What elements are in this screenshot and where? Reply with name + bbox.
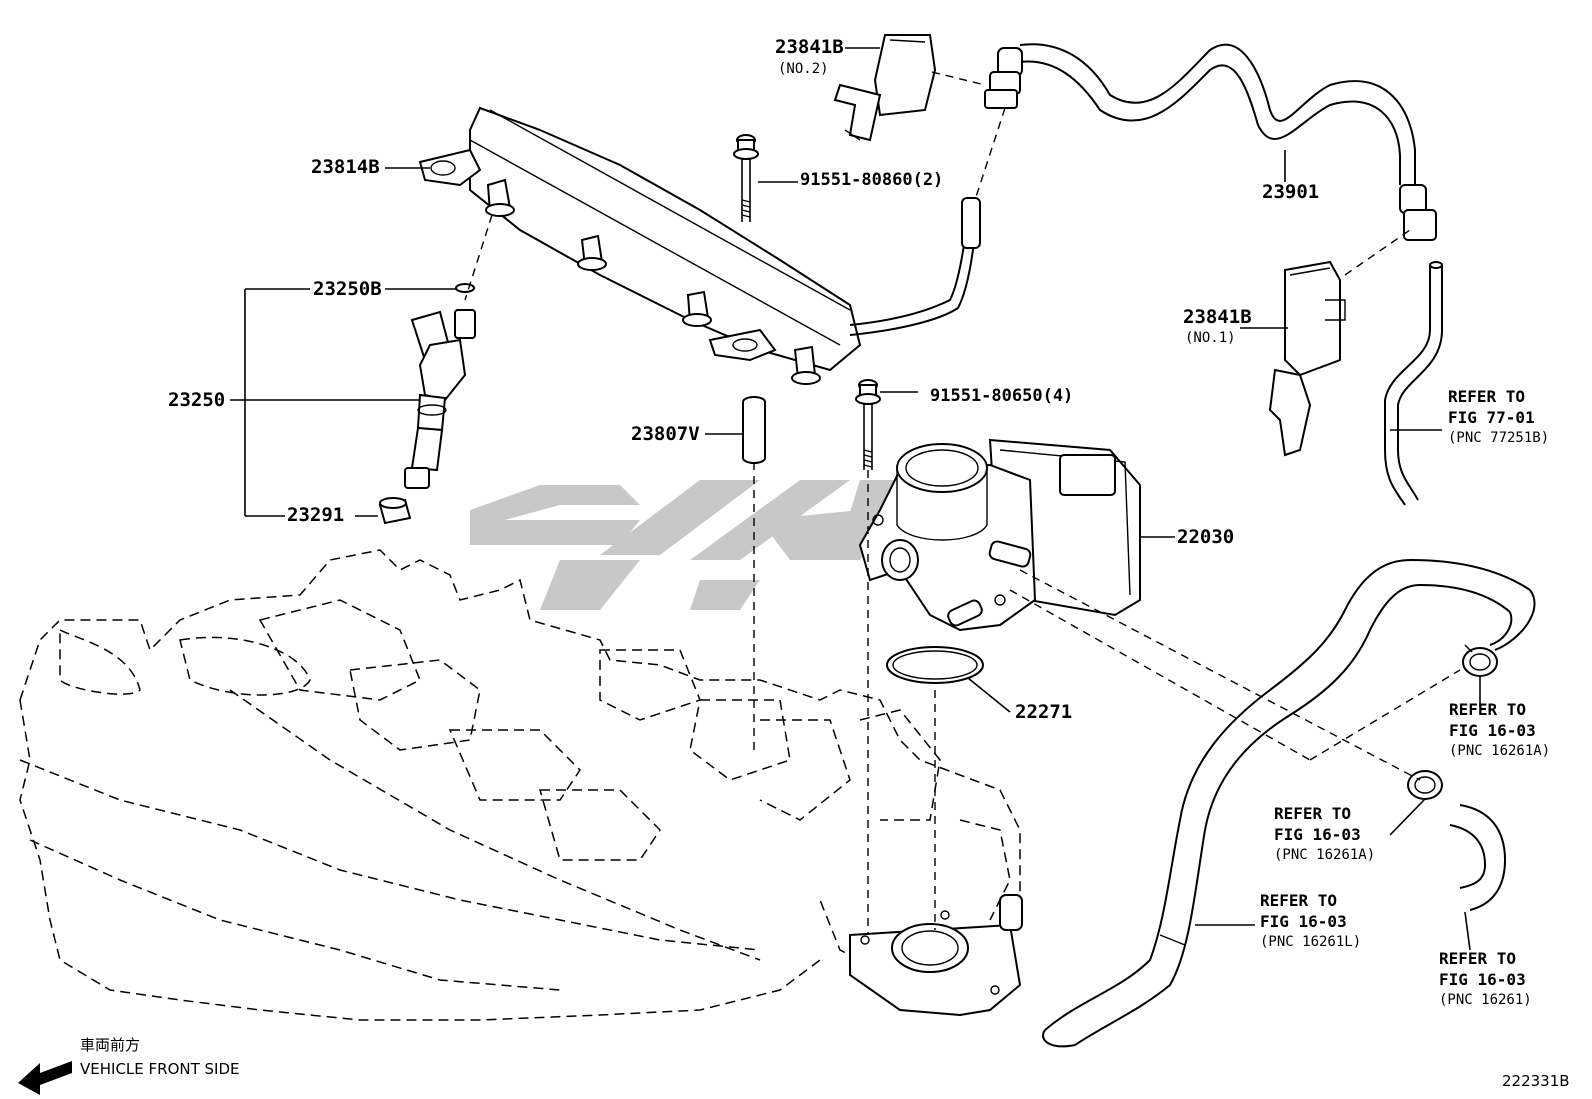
fuel-injector — [378, 283, 476, 525]
bolt-91551-80650 — [855, 379, 881, 470]
label-23841B-no2-sub: (NO.2) — [778, 61, 829, 77]
reference-line1: REFER TO — [1439, 949, 1517, 968]
gasket-22271 — [886, 646, 984, 684]
reference-16-03-16261A-lower: REFER TO FIG 16-03 (PNC 16261A) — [1274, 803, 1375, 866]
label-22030: 22030 — [1177, 526, 1235, 548]
front-arrow-icon — [18, 1061, 72, 1095]
reference-pnc: (PNC 16261L) — [1260, 934, 1362, 950]
clamp-upper — [1462, 644, 1498, 677]
watermark-logo — [470, 480, 920, 610]
label-23814B: 23814B — [311, 156, 380, 178]
label-91551-80650: 91551-80650(4) — [930, 386, 1074, 406]
evap-hose — [1384, 261, 1443, 506]
label-23807V: 23807V — [631, 423, 700, 445]
alignment-lines — [464, 71, 1461, 935]
reference-16-03-16261: REFER TO FIG 16-03 (PNC 16261) — [1439, 948, 1532, 1011]
bolt-91551-80860 — [733, 134, 759, 222]
label-91551-80860: 91551-80860(2) — [800, 170, 944, 190]
reference-line2: FIG 16-03 — [1274, 825, 1361, 844]
spacer-23807v — [742, 396, 766, 464]
label-23250B: 23250B — [313, 278, 382, 300]
bypass-hose-short — [1407, 770, 1507, 911]
reference-pnc: (PNC 16261A) — [1274, 847, 1376, 863]
reference-line1: REFER TO — [1260, 891, 1338, 910]
label-23841B-no2: 23841B — [775, 36, 844, 58]
reference-line2: FIG 16-03 — [1449, 721, 1536, 740]
figure-code: 222331B — [1502, 1072, 1570, 1090]
label-23841B-no1: 23841B — [1183, 306, 1252, 328]
front-side-label: VEHICLE FRONT SIDE — [80, 1060, 240, 1078]
reference-line1: REFER TO — [1448, 387, 1526, 406]
label-23901: 23901 — [1262, 181, 1320, 203]
front-side-japanese: 車両前方 — [80, 1036, 141, 1054]
label-23841B-no1-sub: (NO.1) — [1185, 330, 1236, 346]
label-23250: 23250 — [168, 389, 226, 411]
clip-no2 — [833, 34, 937, 142]
throttle-body — [858, 438, 1141, 632]
fuel-hose — [984, 43, 1437, 241]
leader-lines — [230, 47, 1481, 951]
intake-flange — [849, 894, 1023, 1017]
reference-line2: FIG 16-03 — [1439, 970, 1526, 989]
reference-16-03-16261L: REFER TO FIG 16-03 (PNC 16261L) — [1260, 890, 1361, 953]
reference-line2: FIG 16-03 — [1260, 912, 1347, 931]
fuel-delivery-pipe — [418, 106, 981, 385]
reference-line1: REFER TO — [1449, 700, 1527, 719]
label-23291: 23291 — [287, 504, 345, 526]
label-22271: 22271 — [1015, 701, 1073, 723]
reference-pnc: (PNC 16261A) — [1449, 743, 1551, 759]
reference-pnc: (PNC 77251B) — [1448, 430, 1550, 446]
reference-pnc: (PNC 16261) — [1439, 992, 1532, 1008]
reference-77-01: REFER TO FIG 77-01 (PNC 77251B) — [1448, 386, 1549, 449]
reference-line1: REFER TO — [1274, 804, 1352, 823]
clip-no1 — [1268, 260, 1346, 457]
reference-line2: FIG 77-01 — [1448, 408, 1535, 427]
reference-16-03-16261A-upper: REFER TO FIG 16-03 (PNC 16261A) — [1449, 699, 1550, 762]
